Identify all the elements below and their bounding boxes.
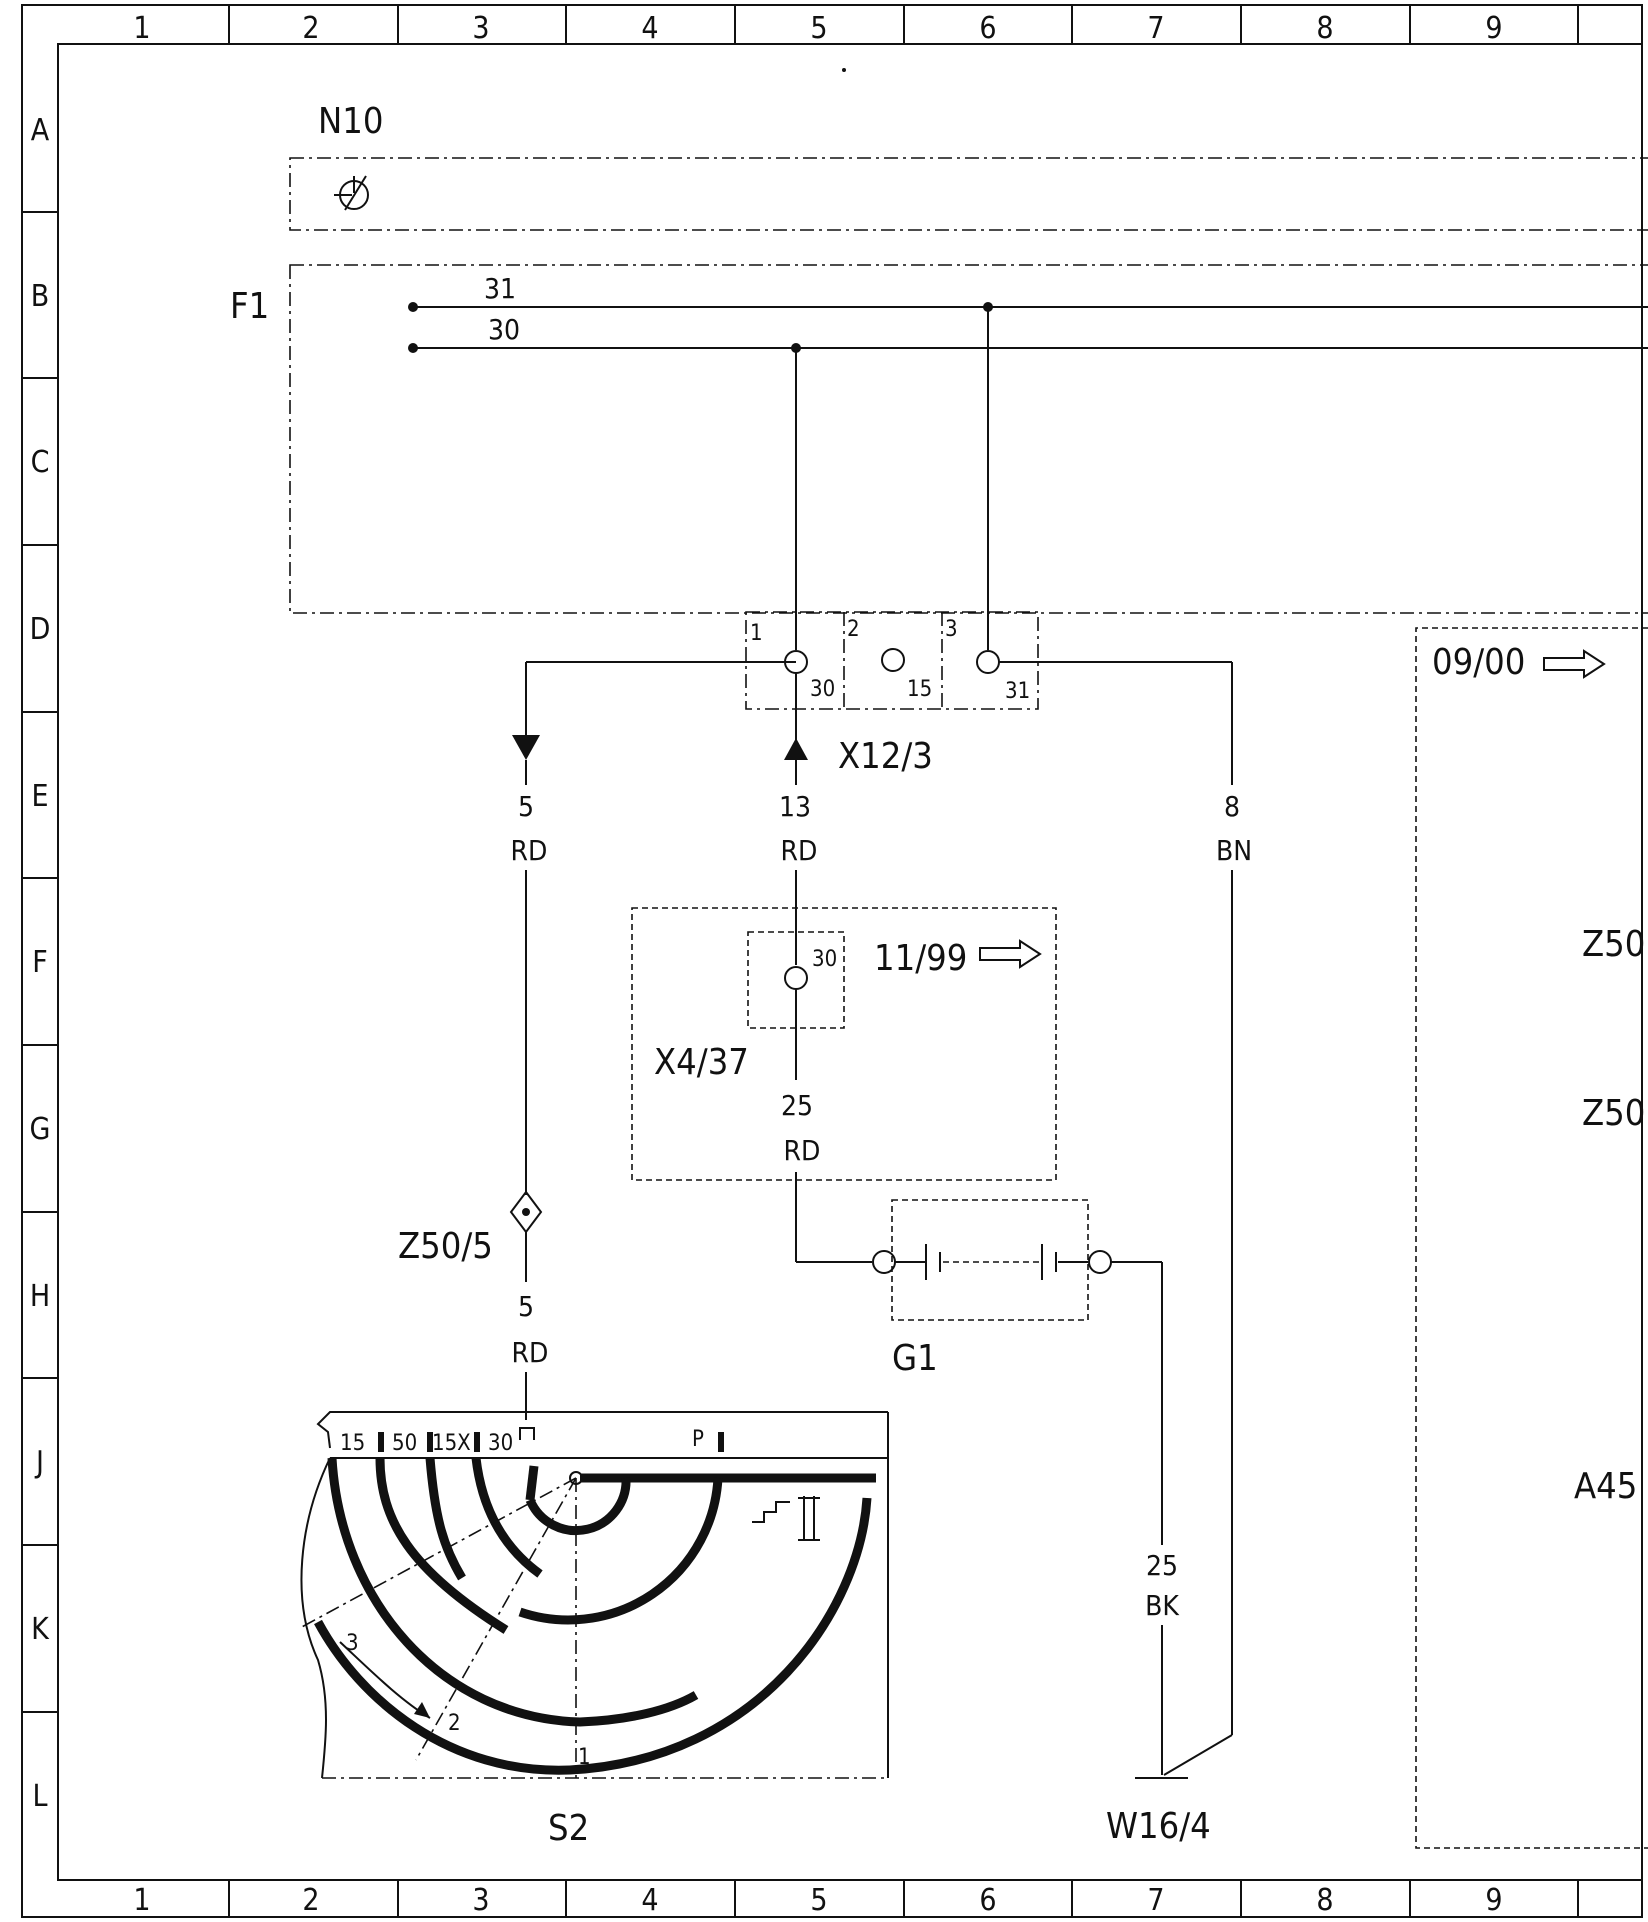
arrow-down-icon xyxy=(512,735,540,760)
row-label: L xyxy=(32,1779,47,1814)
column-label: 6 xyxy=(979,11,996,46)
wire-color: RD xyxy=(511,834,548,867)
switch-terminal-label: P xyxy=(692,1427,704,1452)
f1-component[interactable]: F1 31 30 xyxy=(230,264,1648,650)
column-label: 7 xyxy=(1147,11,1164,46)
switch-position-label: 1 xyxy=(578,1745,591,1770)
terminal-label: 30 xyxy=(810,677,835,702)
wire-color: BN xyxy=(1216,834,1252,867)
row-label: C xyxy=(31,445,50,480)
pin-number: 3 xyxy=(945,617,958,642)
n10-component[interactable]: N10 xyxy=(289,101,1648,231)
wire-gauge: 8 xyxy=(1224,790,1240,823)
bus-start-dot xyxy=(408,343,418,353)
w16-4-ground[interactable]: W16/4 xyxy=(1106,1777,1211,1847)
row-label: A xyxy=(31,113,50,148)
s2-ignition-switch[interactable]: 15 50 15X 30 P 3 2 xyxy=(299,1411,889,1849)
wire-gauge: 5 xyxy=(518,1290,534,1323)
z50-5-label: Z50/5 xyxy=(398,1226,493,1267)
wire-gauge: 25 xyxy=(1146,1549,1178,1582)
g1-battery[interactable]: G1 xyxy=(872,1199,1112,1379)
column-label: 5 xyxy=(810,11,827,46)
terminal-circle xyxy=(976,650,1000,674)
rotation-arrow-icon xyxy=(414,1702,430,1718)
pin-number: 1 xyxy=(750,621,763,646)
column-label: 8 xyxy=(1316,1883,1333,1918)
column-label: 1 xyxy=(133,11,150,46)
row-labels: A B C D E F G H J K L xyxy=(30,113,51,1814)
column-label: 6 xyxy=(979,1883,996,1918)
z50-label: Z50 xyxy=(1582,1093,1645,1134)
row-label: E xyxy=(31,779,48,814)
arrow-right-icon xyxy=(1543,649,1606,679)
column-label: 4 xyxy=(641,11,658,46)
a45-label: A45 xyxy=(1574,1466,1637,1507)
wire-color: BK xyxy=(1145,1589,1180,1622)
row-label: K xyxy=(31,1612,50,1647)
wire-color: RD xyxy=(784,1134,821,1167)
row-label: J xyxy=(34,1445,44,1480)
wire-gauge: 13 xyxy=(779,790,811,823)
column-label: 9 xyxy=(1485,11,1502,46)
terminal-label: 31 xyxy=(1005,679,1030,704)
f1-label: F1 xyxy=(230,286,269,327)
wire-gauge: 25 xyxy=(781,1089,813,1122)
drawing-frame xyxy=(21,4,1643,1918)
wire-color: RD xyxy=(781,834,818,867)
bus-start-dot xyxy=(408,302,418,312)
arrow-right-icon xyxy=(979,939,1042,969)
row-label: D xyxy=(30,612,51,647)
row-label: G xyxy=(30,1112,51,1147)
row-label: F xyxy=(32,945,48,980)
column-label: 5 xyxy=(810,1883,827,1918)
arrow-up-icon xyxy=(784,738,808,760)
date-label: 09/00 xyxy=(1432,642,1525,683)
row-label: H xyxy=(30,1279,50,1314)
wire-color: RD xyxy=(512,1336,549,1369)
switch-terminal-label: 15X xyxy=(432,1431,471,1456)
switch-terminal-label: 15 xyxy=(340,1431,365,1456)
column-label: 7 xyxy=(1147,1883,1164,1918)
row-label: B xyxy=(31,279,50,314)
column-label: 4 xyxy=(641,1883,658,1918)
stray-dot xyxy=(842,68,846,72)
variant-panel-0900[interactable]: 09/00 Z50 Z50 A45 xyxy=(1415,627,1648,1849)
terminal-label: 30 xyxy=(812,947,837,972)
terminal-circle xyxy=(784,966,808,990)
n10-label: N10 xyxy=(318,101,383,142)
z50-label: Z50 xyxy=(1582,924,1645,965)
variant-box-1199[interactable]: 30 11/99 X4/37 25 RD xyxy=(631,907,1057,1181)
column-label: 1 xyxy=(133,1883,150,1918)
terminal-circle xyxy=(881,648,905,672)
date-label: 11/99 xyxy=(874,938,967,979)
wire-gauge: 5 xyxy=(518,790,534,823)
bus-31-label: 31 xyxy=(484,272,516,305)
column-label: 2 xyxy=(302,1883,319,1918)
ground-point-icon xyxy=(334,175,369,211)
switch-terminal-label: 30 xyxy=(488,1431,513,1456)
terminal-circle xyxy=(1088,1250,1112,1274)
column-label: 3 xyxy=(472,1883,489,1918)
g1-label: G1 xyxy=(892,1338,938,1379)
column-label: 2 xyxy=(302,11,319,46)
bus-30-label: 30 xyxy=(488,313,520,346)
z50-5-splice[interactable]: Z50/5 xyxy=(398,1190,543,1267)
column-labels-top: 1 2 3 4 5 6 7 8 9 xyxy=(133,11,1502,46)
column-label: 8 xyxy=(1316,11,1333,46)
column-label: 3 xyxy=(472,11,489,46)
switch-position-label: 2 xyxy=(448,1711,461,1736)
switch-position-label: 3 xyxy=(346,1631,359,1656)
column-labels-bottom: 1 2 3 4 5 6 7 8 9 xyxy=(133,1883,1502,1918)
s2-label: S2 xyxy=(548,1808,589,1849)
column-label: 9 xyxy=(1485,1883,1502,1918)
switch-terminal-label: 50 xyxy=(392,1431,417,1456)
pin-number: 2 xyxy=(847,617,860,642)
x4-37-label: X4/37 xyxy=(654,1042,749,1083)
w16-4-label: W16/4 xyxy=(1106,1806,1211,1847)
terminal-label: 15 xyxy=(907,677,932,702)
x12-3-connector[interactable]: 1 2 3 30 15 31 X12/3 xyxy=(745,611,1039,777)
x12-3-label: X12/3 xyxy=(838,736,933,777)
